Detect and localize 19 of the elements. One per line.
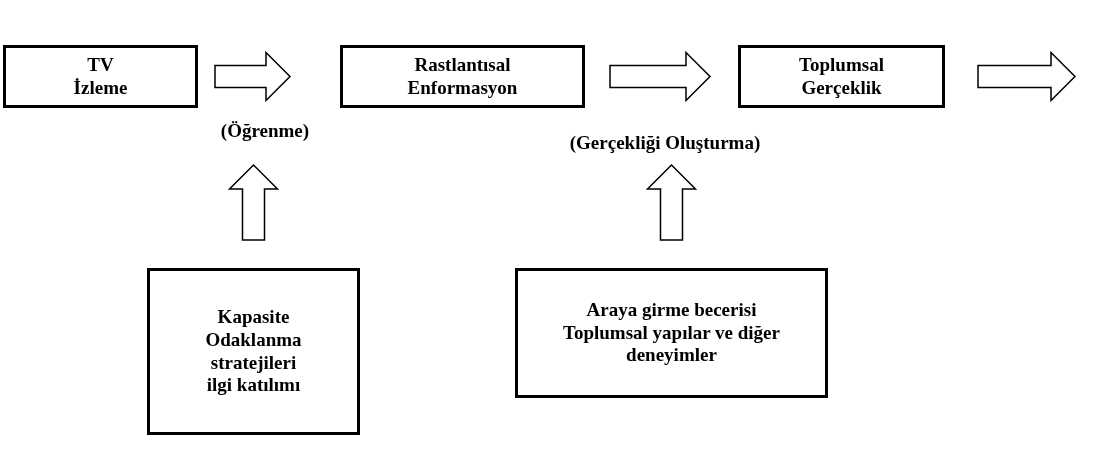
process-box <box>738 45 945 108</box>
stage-label: (Gerçekliği Oluşturma) <box>569 131 761 155</box>
box-text: Toplumsal yapılar ve diğer deneyimler <box>562 321 781 368</box>
block-arrow <box>977 50 1077 103</box>
stage-label: (Öğrenme) <box>220 119 310 143</box>
process-box <box>340 45 585 108</box>
block-arrow <box>645 163 698 241</box>
box-text: TV İzleme <box>72 53 129 100</box>
process-box <box>515 268 828 398</box>
block-arrow <box>227 163 280 241</box>
process-box <box>147 268 360 435</box>
box-text: Toplumsal Gerçeklik <box>798 53 885 100</box>
box-text: Araya girme becerisi <box>586 298 757 322</box>
block-arrow <box>609 50 712 103</box>
block-arrow <box>214 50 292 103</box>
box-text: ilgi katılımı <box>206 374 301 398</box>
box-text: Rastlantısal Enformasyon <box>406 53 519 100</box>
box-text: Kapasite <box>217 305 290 329</box>
process-box <box>3 45 198 108</box>
